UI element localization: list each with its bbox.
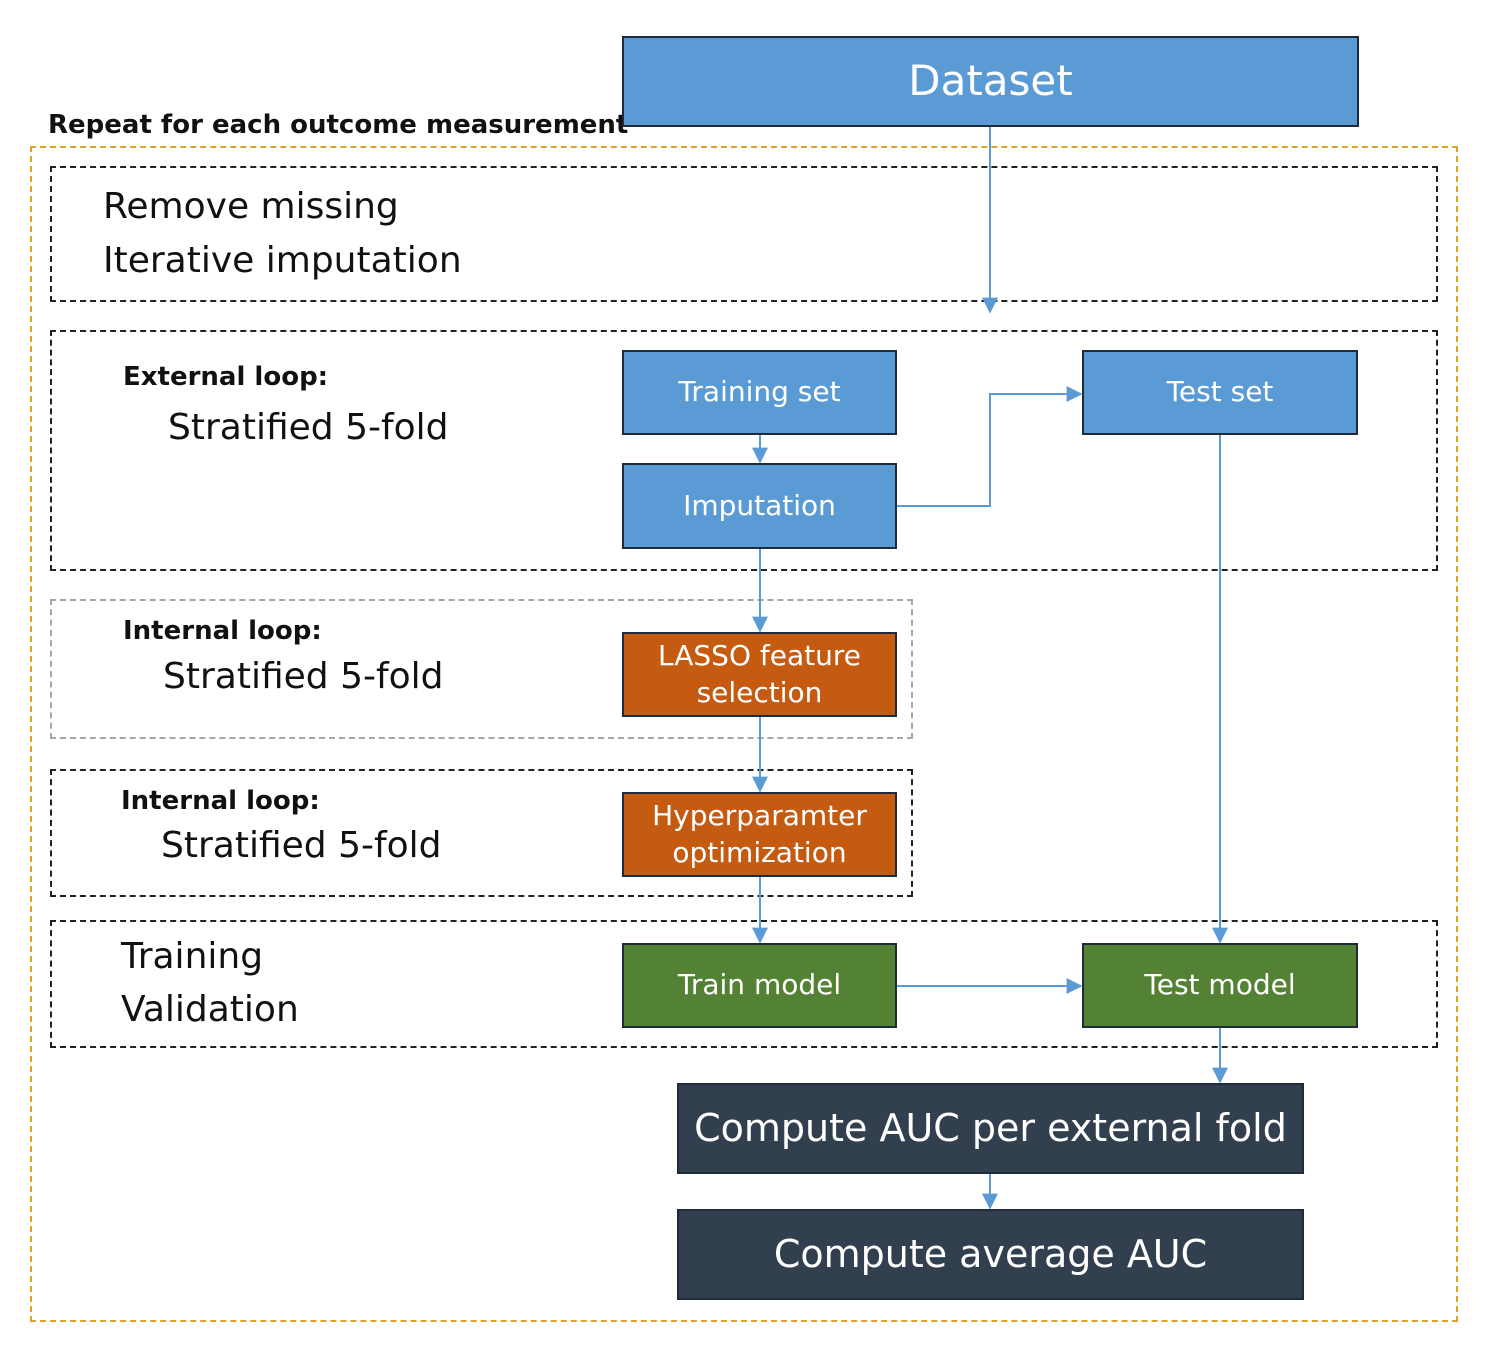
internal-loop-hyperparam-section xyxy=(50,769,913,897)
lasso-feature-selection-node: LASSO feature selection xyxy=(622,632,897,717)
validation-section-label: Validation xyxy=(121,989,299,1030)
internal-loop-1-title: Internal loop: xyxy=(123,616,322,646)
imputation-node: Imputation xyxy=(622,463,897,549)
training-set-node: Training set xyxy=(622,350,897,435)
internal-loop-2-title: Internal loop: xyxy=(121,786,320,816)
outer-repeat-label: Repeat for each outcome measurement xyxy=(48,110,629,140)
preprocessing-step-iterative-imputation: Iterative imputation xyxy=(103,240,462,281)
outcome-repeat-container xyxy=(30,146,1458,1322)
hyperparameter-optimization-node: Hyperparamter optimization xyxy=(622,792,897,877)
external-loop-method: Stratified 5-fold xyxy=(168,407,449,448)
internal-loop-1-method: Stratified 5-fold xyxy=(163,656,444,697)
test-model-node: Test model xyxy=(1082,943,1358,1028)
internal-loop-2-method: Stratified 5-fold xyxy=(161,825,442,866)
preprocessing-step-remove-missing: Remove missing xyxy=(103,186,399,227)
arrow-imputation-to-test-set xyxy=(897,386,1083,507)
training-validation-section xyxy=(50,920,1438,1048)
compute-average-auc-node: Compute average AUC xyxy=(677,1209,1304,1300)
dataset-node: Dataset xyxy=(622,36,1359,127)
external-loop-title: External loop: xyxy=(123,362,329,392)
training-section-label: Training xyxy=(121,936,264,977)
internal-loop-lasso-section xyxy=(50,599,913,739)
external-loop-section xyxy=(50,330,1438,571)
preprocessing-section xyxy=(50,166,1438,302)
train-model-node: Train model xyxy=(622,943,897,1028)
compute-auc-per-fold-node: Compute AUC per external fold xyxy=(677,1083,1304,1174)
test-set-node: Test set xyxy=(1082,350,1358,435)
